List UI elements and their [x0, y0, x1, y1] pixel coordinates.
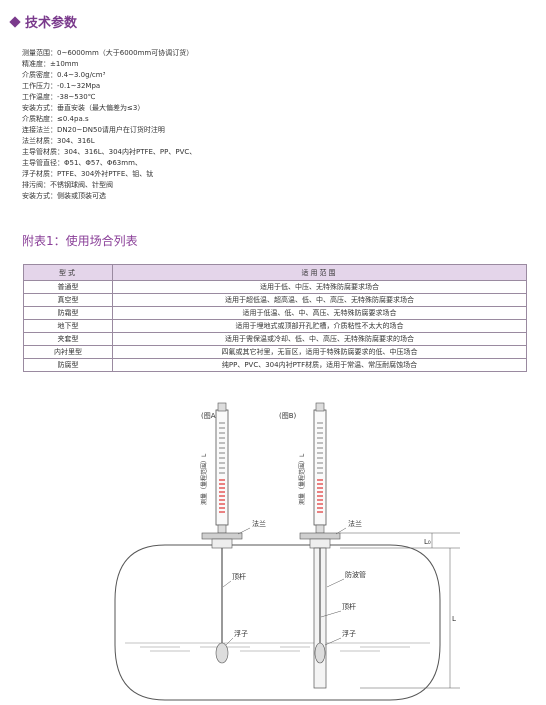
table-row: 防霜型适用于低温、低、中、高压、无特殊防腐要求场合	[23, 306, 527, 320]
nozzle-a	[211, 538, 233, 549]
float-label-a: 浮子	[234, 629, 248, 638]
spec-line: 介质密度：0.4~3.0g/cm³	[22, 71, 106, 79]
spec-line: 主导管直径：Φ51、Φ57、Φ63mm、	[22, 159, 142, 167]
table-row: 地下型适用于埋地式或顶部开孔贮槽，介质粘性不太大的场合	[23, 319, 527, 333]
cell-scope: 适用于需保温或冷却、低、中、高压、无特殊防腐要求的场合	[112, 332, 527, 346]
cell-scope: 适用于埋地式或顶部开孔贮槽，介质粘性不太大的场合	[112, 319, 527, 333]
gauge-b-neck	[315, 524, 325, 534]
dim-l: L	[452, 615, 456, 623]
rod-label-a: 顶杆	[232, 572, 246, 581]
spec-line: 介质粘度：≤0.4pa.s	[22, 115, 89, 123]
spec-line: 浮子材质：PTFE、304外衬PTFE、钼、钛	[22, 170, 154, 178]
nozzle-b	[309, 538, 331, 549]
table-title: 附表1：使用场合列表	[22, 234, 138, 248]
section-title-text: 技术参数	[25, 16, 78, 31]
flange-b	[299, 532, 341, 540]
spec-line: 安装方式：侧装或顶装可选	[22, 192, 106, 200]
spec-line: 工作温度：-38~530℃	[22, 93, 96, 101]
flange-leader-a	[237, 527, 251, 535]
rod-label-b: 顶杆	[342, 602, 356, 611]
level-gauge-diagram: (图A) 测量（量程范围）L 法兰 顶杆 浮子 (图B) 测量（量程范围）L 法…	[114, 402, 460, 701]
float-leader-a	[225, 637, 234, 646]
float-b	[314, 642, 326, 664]
float-a	[215, 642, 229, 664]
table-row: 普通型适用于低、中压、无特殊防腐要求场合	[23, 280, 527, 294]
cell-type: 防霜型	[23, 306, 113, 320]
table-row: 防腐型纯PP、PVC、304内衬PTF材质，适用于常温、常压耐腐蚀场合	[23, 358, 527, 372]
scale-label-a: 测量（量程范围）L	[200, 453, 208, 505]
cell-scope: 四氟或其它衬里，无盲区，适用于特殊防腐要求的低、中压场合	[112, 345, 527, 359]
gauge-a-scale	[219, 422, 225, 474]
table-row: 真空型适用于超低温、超高温、低、中、高压、无特殊防腐要求场合	[23, 293, 527, 307]
usage-table: 型式 适用范围 普通型适用于低、中压、无特殊防腐要求场合 真空型适用于超低温、超…	[23, 264, 527, 372]
spec-line: 工作压力：-0.1~32Mpa	[22, 82, 101, 90]
rod-leader-b	[320, 610, 342, 618]
dim-l0: L₀	[424, 538, 431, 546]
cell-type: 真空型	[23, 293, 113, 307]
scale-label-b: 测量（量程范围）L	[298, 453, 306, 505]
header-scope: 适用范围	[112, 264, 527, 281]
wave-tube-leader	[326, 578, 345, 588]
spec-line: 排污阀：不锈钢球阀、针型阀	[22, 181, 113, 189]
label-a: (图A)	[201, 412, 219, 420]
flange-label-b: 法兰	[348, 519, 362, 528]
gauge-a-red-scale	[219, 479, 225, 513]
dimension-lines	[340, 532, 460, 689]
table-header-row: 型式 适用范围	[23, 264, 527, 281]
section-title: 技术参数	[9, 12, 78, 31]
diamond-icon	[9, 16, 21, 28]
gauge-b-cap	[315, 402, 325, 412]
wave-tube-label: 防波管	[345, 570, 366, 579]
gauge-a-cap	[217, 402, 227, 412]
cell-type: 内衬里型	[23, 345, 113, 359]
spec-line: 安装方式：垂直安装（最大偏差为≤3）	[22, 104, 145, 112]
spec-line: 精准度：±10mm	[22, 60, 79, 68]
cell-type: 防腐型	[23, 358, 113, 372]
spec-line: 法兰材质：304、316L	[22, 137, 95, 145]
spec-list: 测量范围：0~6000mm（大于6000mm可协调订货） 精准度：±10mm 介…	[22, 48, 196, 202]
float-leader-b	[324, 637, 342, 646]
cell-type: 普通型	[23, 280, 113, 294]
flange-label-a: 法兰	[252, 519, 266, 528]
rod-leader-a	[222, 580, 232, 588]
label-b: (图B)	[279, 412, 297, 420]
float-label-b: 浮子	[342, 629, 356, 638]
cell-scope: 适用于低温、低、中、高压、无特殊防腐要求场合	[112, 306, 527, 320]
cell-type: 地下型	[23, 319, 113, 333]
header-type: 型式	[23, 264, 113, 281]
spec-line: 主导管材质：304、316L、304内衬PTFE、PP、PVC、	[22, 148, 197, 156]
tank-outline	[114, 544, 441, 701]
spec-line: 连接法兰：DN20~DN50请用户在订货时注明	[22, 126, 165, 134]
cell-scope: 适用于超低温、超高温、低、中、高压、无特殊防腐要求场合	[112, 293, 527, 307]
flange-a	[201, 532, 243, 540]
table-row: 夹套型适用于需保温或冷却、低、中、高压、无特殊防腐要求的场合	[23, 332, 527, 346]
flange-leader-b	[335, 527, 347, 535]
gauge-a-neck	[217, 524, 227, 534]
cell-type: 夹套型	[23, 332, 113, 346]
cell-scope: 纯PP、PVC、304内衬PTF材质，适用于常温、常压耐腐蚀场合	[112, 358, 527, 372]
table-row: 内衬里型四氟或其它衬里，无盲区，适用于特殊防腐要求的低、中压场合	[23, 345, 527, 359]
cell-scope: 适用于低、中压、无特殊防腐要求场合	[112, 280, 527, 294]
gauge-b-scale	[317, 422, 323, 474]
liquid-level	[125, 642, 430, 652]
gauge-b-red-scale	[317, 479, 323, 513]
spec-line: 测量范围：0~6000mm（大于6000mm可协调订货）	[22, 49, 194, 57]
